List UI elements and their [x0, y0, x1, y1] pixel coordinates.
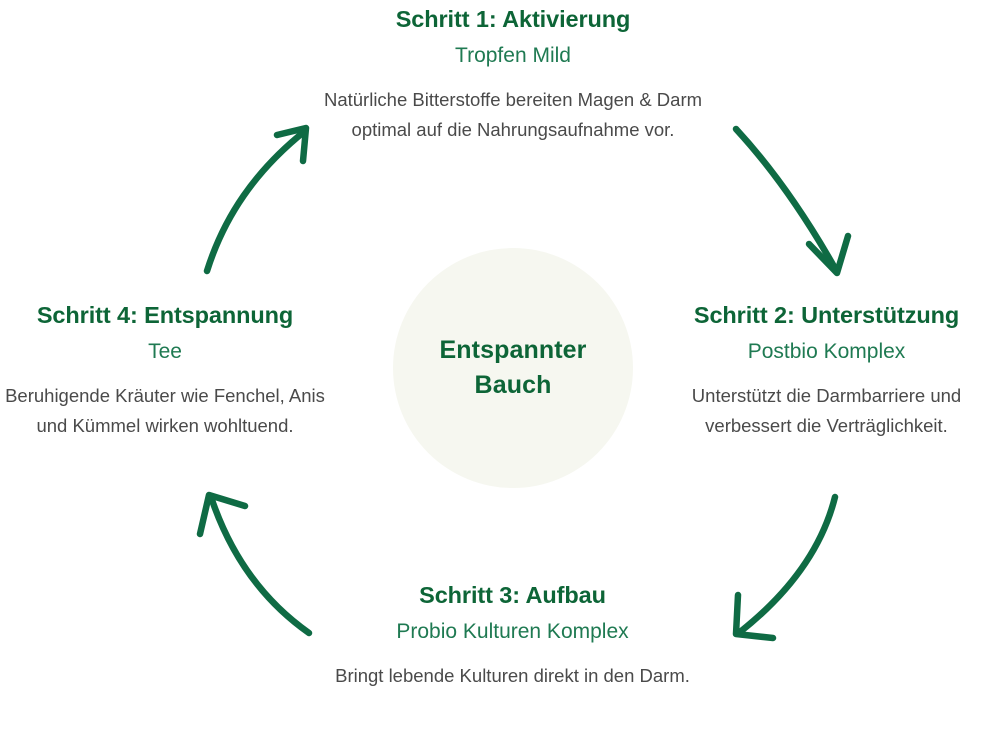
- step-1-title: Schritt 1: Aktivierung: [395, 6, 631, 32]
- step-2-body: Unterstützt die Darmbarriere und verbess…: [691, 385, 962, 437]
- arrow-step1-to-step2-icon: [732, 125, 852, 277]
- step-4-body: Beruhigende Kräuter wie Fenchel, Anis un…: [5, 385, 325, 437]
- step-card-1: Schritt 1: Aktivierung Tropfen Mild Natü…: [318, 4, 708, 145]
- step-1-subtitle: Tropfen Mild: [455, 44, 571, 68]
- center-hub: Entspannter Bauch: [393, 248, 633, 488]
- step-card-4: Schritt 4: Entspannung Tee Beruhigende K…: [0, 300, 330, 441]
- arrow-step4-to-step1-icon: [203, 124, 310, 275]
- step-card-3: Schritt 3: Aufbau Probio Kulturen Komple…: [330, 580, 695, 691]
- step-card-2: Schritt 2: Unterstützung Postbio Komplex…: [653, 300, 1000, 441]
- step-4-subtitle: Tee: [148, 340, 182, 364]
- step-4-title: Schritt 4: Entspannung: [36, 302, 294, 328]
- step-2-title: Schritt 2: Unterstützung: [693, 302, 960, 328]
- arrow-step3-to-step4-icon: [196, 491, 313, 637]
- step-3-body: Bringt lebende Kulturen direkt in den Da…: [335, 665, 690, 687]
- center-hub-label: Entspannter Bauch: [439, 335, 587, 400]
- step-1-body: Natürliche Bitterstoffe bereiten Magen &…: [323, 89, 703, 141]
- arrow-step2-to-step3-icon: [732, 493, 839, 642]
- step-2-subtitle: Postbio Komplex: [747, 340, 906, 364]
- step-3-subtitle: Probio Kulturen Komplex: [396, 620, 629, 644]
- step-3-title: Schritt 3: Aufbau: [419, 582, 606, 608]
